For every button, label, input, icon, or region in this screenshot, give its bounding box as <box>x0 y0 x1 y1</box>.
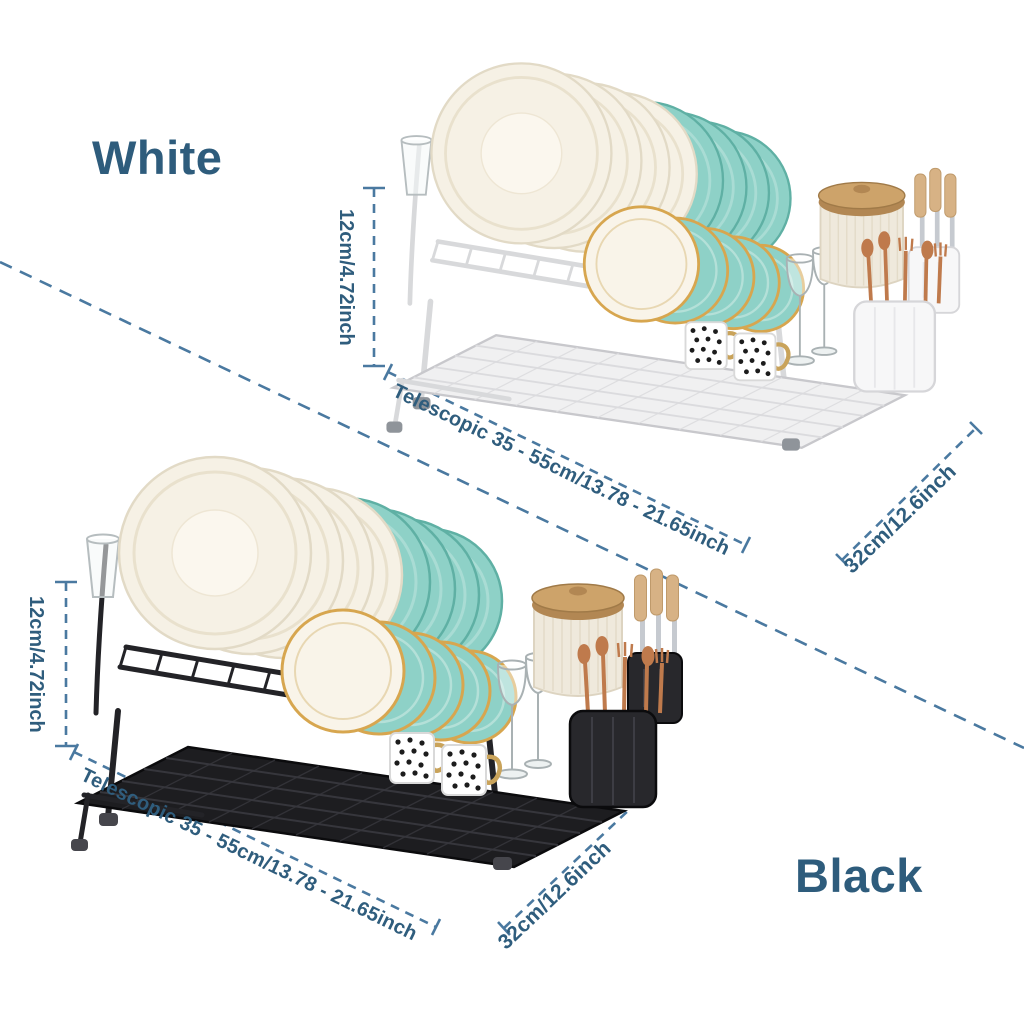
white-dish-rack-image <box>378 24 978 474</box>
black-height-dimension-line <box>55 580 77 748</box>
black-height-dimension-label: 12cm/4.72inch <box>25 595 47 733</box>
separator-dashed-line <box>0 260 1024 750</box>
white-variant-label: White <box>92 131 223 184</box>
white-depth-dimension-line <box>835 421 983 567</box>
white-length-dimension-line <box>382 363 752 554</box>
black-variant-label: Black <box>795 849 923 902</box>
white-height-dimension-label: 12cm/4.72inch <box>335 208 357 346</box>
white-height-dimension-line <box>363 186 385 368</box>
